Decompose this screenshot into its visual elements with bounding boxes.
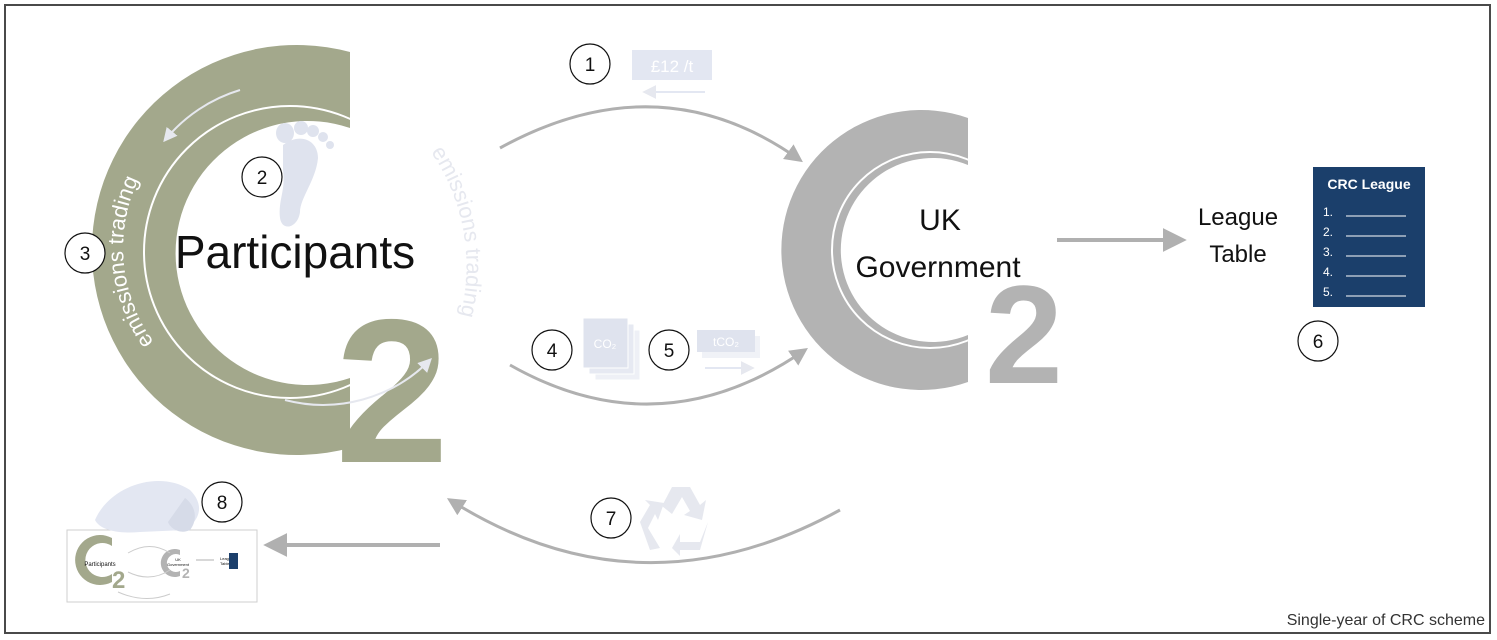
league-row-1: 1. bbox=[1323, 205, 1333, 219]
government-subscript: 2 bbox=[985, 256, 1063, 413]
svg-text:League: League bbox=[220, 556, 234, 561]
svg-text:7: 7 bbox=[606, 509, 617, 530]
arrow-1-to-government bbox=[499, 105, 803, 163]
footprint-icon bbox=[276, 121, 334, 227]
svg-text:£: £ bbox=[666, 514, 678, 539]
participants-label: Participants bbox=[175, 226, 415, 278]
svg-text:2: 2 bbox=[112, 567, 125, 594]
step-6-marker: 6 bbox=[1297, 320, 1339, 362]
svg-text:8: 8 bbox=[217, 493, 228, 514]
step-8-marker: 8 bbox=[201, 481, 243, 523]
league-label-line1: League bbox=[1198, 204, 1278, 231]
league-label-line2: Table bbox=[1209, 241, 1266, 268]
svg-text:1: 1 bbox=[585, 55, 596, 76]
svg-text:3: 3 bbox=[80, 244, 91, 265]
price-tag-icon: £12 /t bbox=[632, 50, 712, 99]
government-c-shape: 2 bbox=[781, 110, 1063, 413]
tco2-ticket-icon: tCO₂ bbox=[697, 330, 760, 375]
league-row-4: 4. bbox=[1323, 265, 1333, 279]
participants-c-shape: 2 bbox=[91, 45, 449, 506]
svg-text:4: 4 bbox=[547, 341, 558, 362]
trading-arrow-bottom bbox=[284, 358, 432, 406]
trading-arrow-top bbox=[163, 89, 241, 143]
svg-text:CO₂: CO₂ bbox=[594, 337, 617, 351]
svg-text:Participants: Participants bbox=[84, 562, 115, 568]
diagram-frame bbox=[4, 4, 1491, 634]
svg-text:UK: UK bbox=[175, 557, 181, 562]
svg-text:Table: Table bbox=[220, 561, 230, 566]
league-row-5: 5. bbox=[1323, 285, 1333, 299]
league-card: CRC League 1. 2. 3. 4. 5. bbox=[1313, 167, 1425, 307]
government-label-line2: Government bbox=[855, 251, 1021, 284]
league-card-title: CRC League bbox=[1327, 176, 1410, 192]
svg-text:£12 /t: £12 /t bbox=[651, 57, 694, 76]
next-year-thumbnail: 2 Participants 2 UK Government League Ta… bbox=[66, 529, 258, 603]
step-1-marker: 1 bbox=[569, 43, 611, 85]
arrow-4-to-government bbox=[509, 347, 808, 406]
arrow-7-to-participants bbox=[446, 498, 841, 565]
step-5-marker: 5 bbox=[648, 329, 690, 371]
svg-text:tCO₂: tCO₂ bbox=[713, 335, 739, 349]
svg-text:2: 2 bbox=[182, 565, 190, 581]
svg-text:Government: Government bbox=[167, 562, 190, 567]
footer-caption: Single-year of CRC scheme bbox=[1287, 612, 1485, 629]
league-row-2: 2. bbox=[1323, 225, 1333, 239]
step-2-marker: 2 bbox=[241, 156, 283, 198]
svg-text:5: 5 bbox=[664, 341, 675, 362]
co2-documents-icon: CO₂ bbox=[582, 317, 641, 381]
step-4-marker: 4 bbox=[531, 329, 573, 371]
government-label-line1: UK bbox=[919, 204, 961, 237]
svg-text:2: 2 bbox=[257, 168, 268, 189]
svg-text:6: 6 bbox=[1313, 332, 1324, 353]
recycle-pound-icon: £ bbox=[640, 487, 708, 556]
participants-subscript: 2 bbox=[335, 277, 449, 506]
step-7-marker: 7 bbox=[590, 497, 632, 539]
step-3-marker: 3 bbox=[64, 232, 106, 274]
cap-icon bbox=[95, 481, 200, 533]
league-row-3: 3. bbox=[1323, 245, 1333, 259]
